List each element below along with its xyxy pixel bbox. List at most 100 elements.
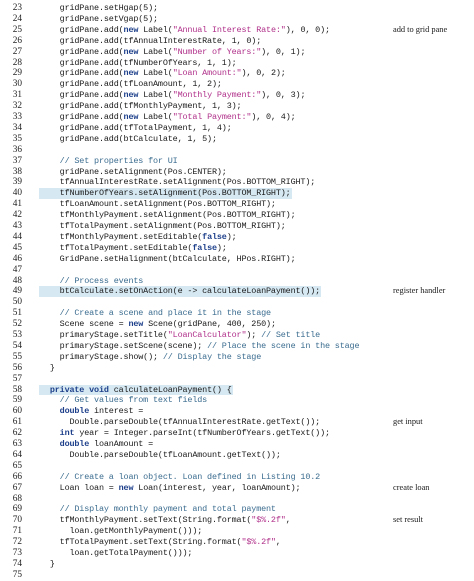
code-token: Scene scene = [59,319,129,330]
code-token: ), 0, 2); [241,68,286,79]
margin-annotation: register handler [393,286,446,296]
line-number: 63 [12,439,22,449]
code-token: primaryStage.setScene(scene); [59,340,208,351]
keyword-token: new [123,24,139,35]
code-line: 32 gridPane.add(tfMonthlyPayment, 1, 3); [0,101,474,112]
code-line: 75 [0,570,474,581]
code-line: 72 tfTotalPayment.setText(String.format(… [0,537,474,548]
line-number: 71 [12,526,22,537]
code-text: loan.getTotalPayment())); [40,548,192,559]
line-number: 65 [12,460,22,471]
code-text: gridPane.setVgap(5); [40,14,158,25]
code-token: } [49,558,55,569]
code-text: // Process events [40,276,144,287]
line-number: 27 [12,46,22,57]
code-text: gridPane.add(new Label("Loan Amount:"), … [40,68,286,79]
line-number: 50 [12,297,22,308]
code-text: gridPane.add(new Label("Number of Years:… [40,46,306,58]
code-token: tfAnnualInterestRate.setAlignment(Pos.BO… [59,177,316,188]
line-number: 56 [12,362,22,373]
keyword-token: false [192,242,217,253]
code-text: loan.getMonthlyPayment())); [40,526,202,537]
code-text: gridPane.add(tfNumberOfYears, 1, 1); [40,58,237,69]
line-highlight [39,188,292,200]
string-token: "$%.2f" [251,515,286,526]
code-line: 28 gridPane.add(tfNumberOfYears, 1, 1); [0,58,474,69]
code-text: // Create a scene and place it in the st… [40,308,271,319]
line-number: 30 [12,79,22,90]
code-text: } [40,363,55,374]
code-line: 51 // Create a scene and place it in the… [0,308,474,319]
code-token: gridPane.add( [59,46,124,57]
code-token: gridPane.add( [59,24,124,35]
string-token: "Monthly Payment:" [172,90,262,101]
code-line: 31 gridPane.add(new Label("Monthly Payme… [0,90,474,101]
code-token: gridPane.add(tfAnnualInterestRate, 1, 0)… [59,35,262,46]
keyword-token: new [123,112,139,122]
code-token: gridPane.add( [59,112,124,122]
comment-token: // Set title [261,330,321,340]
code-token: gridPane.setHgap(5); [59,3,158,13]
line-number: 42 [12,210,22,221]
line-number: 32 [12,101,22,112]
code-token: Double.parseDouble(tfAnnualInterestRate.… [69,417,321,428]
code-token: primaryStage.setTitle( [59,330,168,340]
line-number: 28 [12,57,22,68]
code-token: Loan(interest, year, loanAmount); [133,482,301,493]
code-token: , [275,537,281,548]
code-line: 36 [0,145,474,156]
code-text: tfNumberOfYears.setAlignment(Pos.BOTTOM_… [40,188,291,199]
code-line: 34 gridPane.add(tfTotalPayment, 1, 4); [0,123,474,134]
line-number: 33 [12,112,22,122]
line-number: 47 [12,264,22,275]
line-number: 62 [12,428,22,439]
line-number: 35 [12,133,22,144]
code-line: 55 primaryStage.show(); // Display the s… [0,352,474,363]
code-token: tfTotalPayment.setText(String.format( [59,537,242,548]
code-text: } [40,559,55,570]
code-token: tfMonthlyPayment.setText(String.format( [59,515,252,526]
keyword-token: new [123,46,139,57]
code-token: tfMonthlyPayment.setAlignment(Pos.BOTTOM… [59,210,296,221]
code-text: gridPane.add(tfLoanAmount, 1, 2); [40,79,222,90]
line-number: 25 [12,24,22,35]
code-line: 66 // Create a loan object. Loan defined… [0,472,474,483]
code-line: 27 gridPane.add(new Label("Number of Yea… [0,47,474,58]
line-number: 58 [12,384,22,395]
code-line: 43 tfTotalPayment.setAlignment(Pos.BOTTO… [0,221,474,232]
code-text: double loanAmount = [40,439,154,450]
code-text: GridPane.setHalignment(btCalculate, HPos… [40,254,296,265]
line-number: 23 [12,3,22,13]
code-text: primaryStage.setTitle("LoanCalculator");… [40,330,321,341]
code-line: 59 // Get values from text fields [0,395,474,406]
code-token: ), 0, 1); [261,46,306,57]
code-token: gridPane.setVgap(5); [59,13,158,24]
line-number: 51 [12,308,22,319]
code-token: Double.parseDouble(tfLoanAmount.getText(… [69,449,281,460]
comment-token: // Display the stage [162,351,262,362]
code-text: tfMonthlyPayment.setEditable(false); [40,232,237,243]
line-number: 66 [12,471,22,482]
code-token: tfTotalPayment.setAlignment(Pos.BOTTOM_R… [59,221,286,231]
code-text: gridPane.add(tfTotalPayment, 1, 4); [40,123,232,134]
comment-token: // Set properties for UI [59,155,178,166]
line-number: 52 [12,319,22,330]
keyword-token: new [123,68,139,79]
code-line: 23 gridPane.setHgap(5); [0,3,474,14]
code-text: // Get values from text fields [40,395,208,406]
keyword-token: new [123,90,139,101]
line-number: 31 [12,90,22,101]
line-number: 43 [12,221,22,231]
code-token: } [49,362,55,373]
comment-token: // Place the scene in the stage [207,340,360,351]
code-line: 50 [0,297,474,308]
line-number: 54 [12,340,22,351]
line-number: 73 [12,548,22,558]
code-token: gridPane.add(tfTotalPayment, 1, 4); [59,122,232,133]
code-token: loanAmount = [89,439,154,449]
code-text: // Set properties for UI [40,156,178,167]
line-highlight [39,384,233,396]
line-number: 69 [12,504,22,515]
line-number: 24 [12,13,22,24]
line-number: 59 [12,395,22,406]
